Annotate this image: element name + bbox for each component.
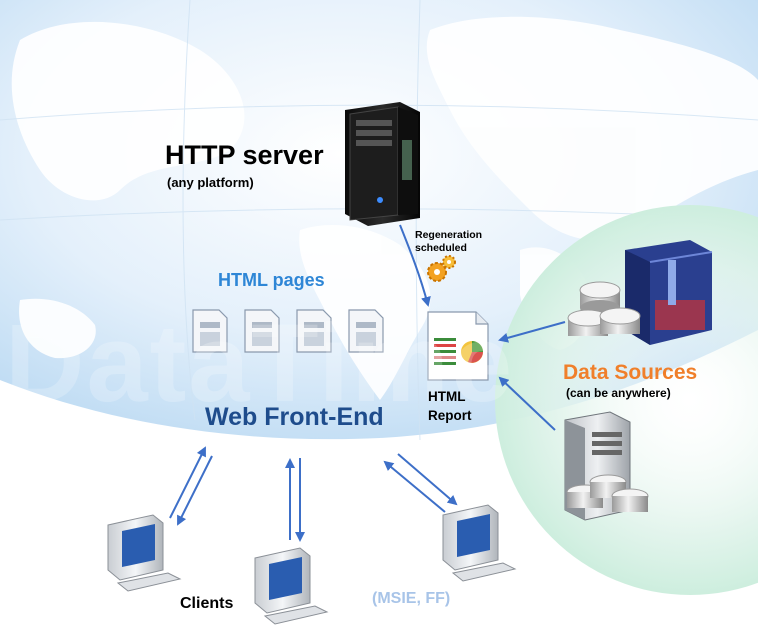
regeneration-line-1: Regeneration xyxy=(415,229,483,241)
clients-label: Clients xyxy=(180,595,234,612)
http-server-subtitle: (any platform) xyxy=(167,175,254,190)
regeneration-line-2: scheduled xyxy=(415,242,467,254)
arrow-client-left-up xyxy=(169,446,206,519)
client-computer-left-icon xyxy=(107,514,182,592)
pc-server-icon xyxy=(564,411,649,521)
http-server-title: HTTP server xyxy=(165,140,324,170)
client-computer-center-icon xyxy=(254,547,329,625)
html-report-icon xyxy=(427,311,489,381)
html-report-line-1: HTML xyxy=(428,389,466,404)
client-computer-right-icon xyxy=(442,504,517,582)
html-pages-icons xyxy=(192,309,384,353)
arrow-client-right-up xyxy=(383,460,446,513)
arrow-client-right-down xyxy=(397,453,458,506)
browsers-label: (MSIE, FF) xyxy=(372,590,451,607)
server-tower-icon xyxy=(345,102,420,226)
arrow-database-to-report xyxy=(498,321,566,343)
flow-arrows xyxy=(169,224,566,542)
regeneration-label: Regeneration scheduled xyxy=(415,229,482,255)
database-icon xyxy=(567,281,641,336)
html-report-label: HTML Report xyxy=(428,387,472,425)
arrow-pcserver-to-report xyxy=(498,376,556,431)
arrow-client-left-down xyxy=(177,455,213,526)
web-front-end-label: Web Front-End xyxy=(205,403,384,431)
data-sources-subtitle: (can be anywhere) xyxy=(566,386,671,400)
gears-icon xyxy=(427,255,456,282)
data-sources-title: Data Sources xyxy=(563,361,698,384)
html-report-line-2: Report xyxy=(428,408,472,423)
html-pages-label: HTML pages xyxy=(218,270,325,290)
arrow-server-to-report xyxy=(399,224,431,307)
watermark: DataTime xyxy=(5,302,515,425)
